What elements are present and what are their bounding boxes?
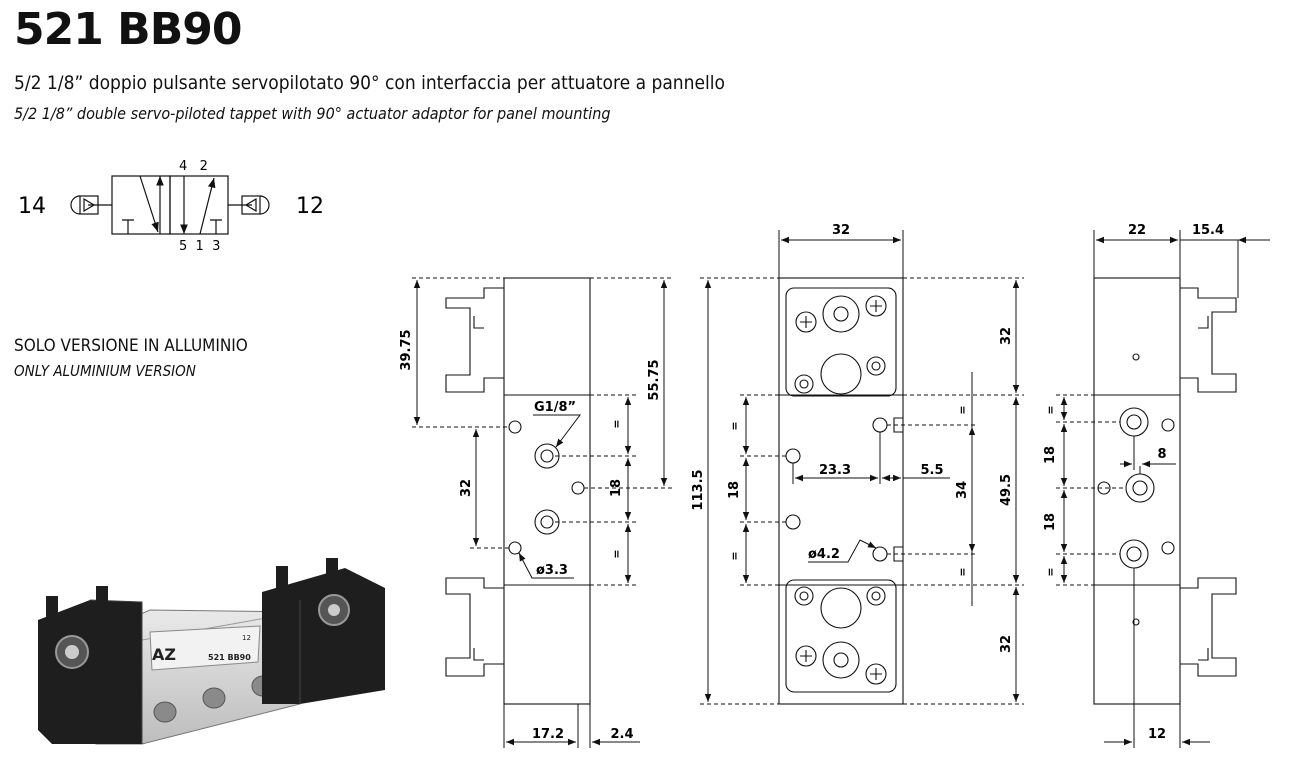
dim-front-49-5: 49.5 <box>999 474 1014 506</box>
photo-brand-logo: AZ <box>152 645 176 664</box>
front-equal-bottom: = <box>728 551 741 560</box>
valve-symbol <box>70 175 270 235</box>
version-note-english: ONLY ALUMINIUM VERSION <box>14 362 196 380</box>
photo-plate-number: 12 <box>242 634 251 642</box>
dim-side-32: 32 <box>459 479 474 497</box>
dim-front-top-32: 32 <box>999 327 1014 345</box>
side-view <box>445 277 591 705</box>
end-view <box>1093 277 1237 705</box>
dim-hole-3-3: ø3.3 <box>536 563 568 578</box>
front-equal-34-bottom: = <box>956 567 969 576</box>
dim-side-18: 18 <box>609 479 624 497</box>
dim-end-8: 8 <box>1157 447 1166 462</box>
end-equal-bottom: = <box>1044 567 1057 576</box>
front-view <box>778 277 904 705</box>
symbol-port-12: 12 <box>296 194 324 219</box>
symbol-ports-top: 4 2 <box>179 159 208 174</box>
end-equal-top: = <box>1044 405 1057 414</box>
subtitle-italian: 5/2 1/8” doppio pulsante servopilotato 9… <box>14 72 725 94</box>
dim-side-2-4: 2.4 <box>610 727 633 742</box>
dim-front-113-5: 113.5 <box>691 469 706 510</box>
dim-thread-g1-8: G1/8” <box>534 400 576 415</box>
side-equal-top: = <box>610 419 623 428</box>
product-photo <box>38 558 385 745</box>
dim-side-39-75: 39.75 <box>399 329 414 370</box>
dim-front-23-3: 23.3 <box>819 463 851 478</box>
symbol-port-14: 14 <box>18 194 46 219</box>
product-title: 521 BB90 <box>14 4 242 55</box>
dim-end-22: 22 <box>1128 223 1146 238</box>
dim-front-18: 18 <box>727 481 742 499</box>
dim-front-bottom-32: 32 <box>999 635 1014 653</box>
photo-model-label: 521 BB90 <box>208 653 251 662</box>
dim-side-55-75: 55.75 <box>647 359 662 400</box>
dim-front-hole-4-2: ø4.2 <box>808 547 840 562</box>
side-equal-bottom: = <box>610 549 623 558</box>
front-equal-34-top: = <box>956 405 969 414</box>
dim-front-34: 34 <box>955 481 970 499</box>
dim-end-15-4: 15.4 <box>1192 223 1224 238</box>
subtitle-english: 5/2 1/8” double servo-piloted tappet wit… <box>14 104 611 123</box>
dim-front-width-32: 32 <box>832 223 850 238</box>
version-note-italian: SOLO VERSIONE IN ALLUMINIO <box>14 336 248 356</box>
dim-end-12: 12 <box>1148 727 1166 742</box>
dim-side-17-2: 17.2 <box>532 727 564 742</box>
dim-front-5-5: 5.5 <box>920 463 943 478</box>
dim-end-18-bottom: 18 <box>1043 513 1058 531</box>
symbol-ports-bottom: 5 1 3 <box>179 239 220 254</box>
dim-end-18-top: 18 <box>1043 446 1058 464</box>
front-equal-top: = <box>728 421 741 430</box>
